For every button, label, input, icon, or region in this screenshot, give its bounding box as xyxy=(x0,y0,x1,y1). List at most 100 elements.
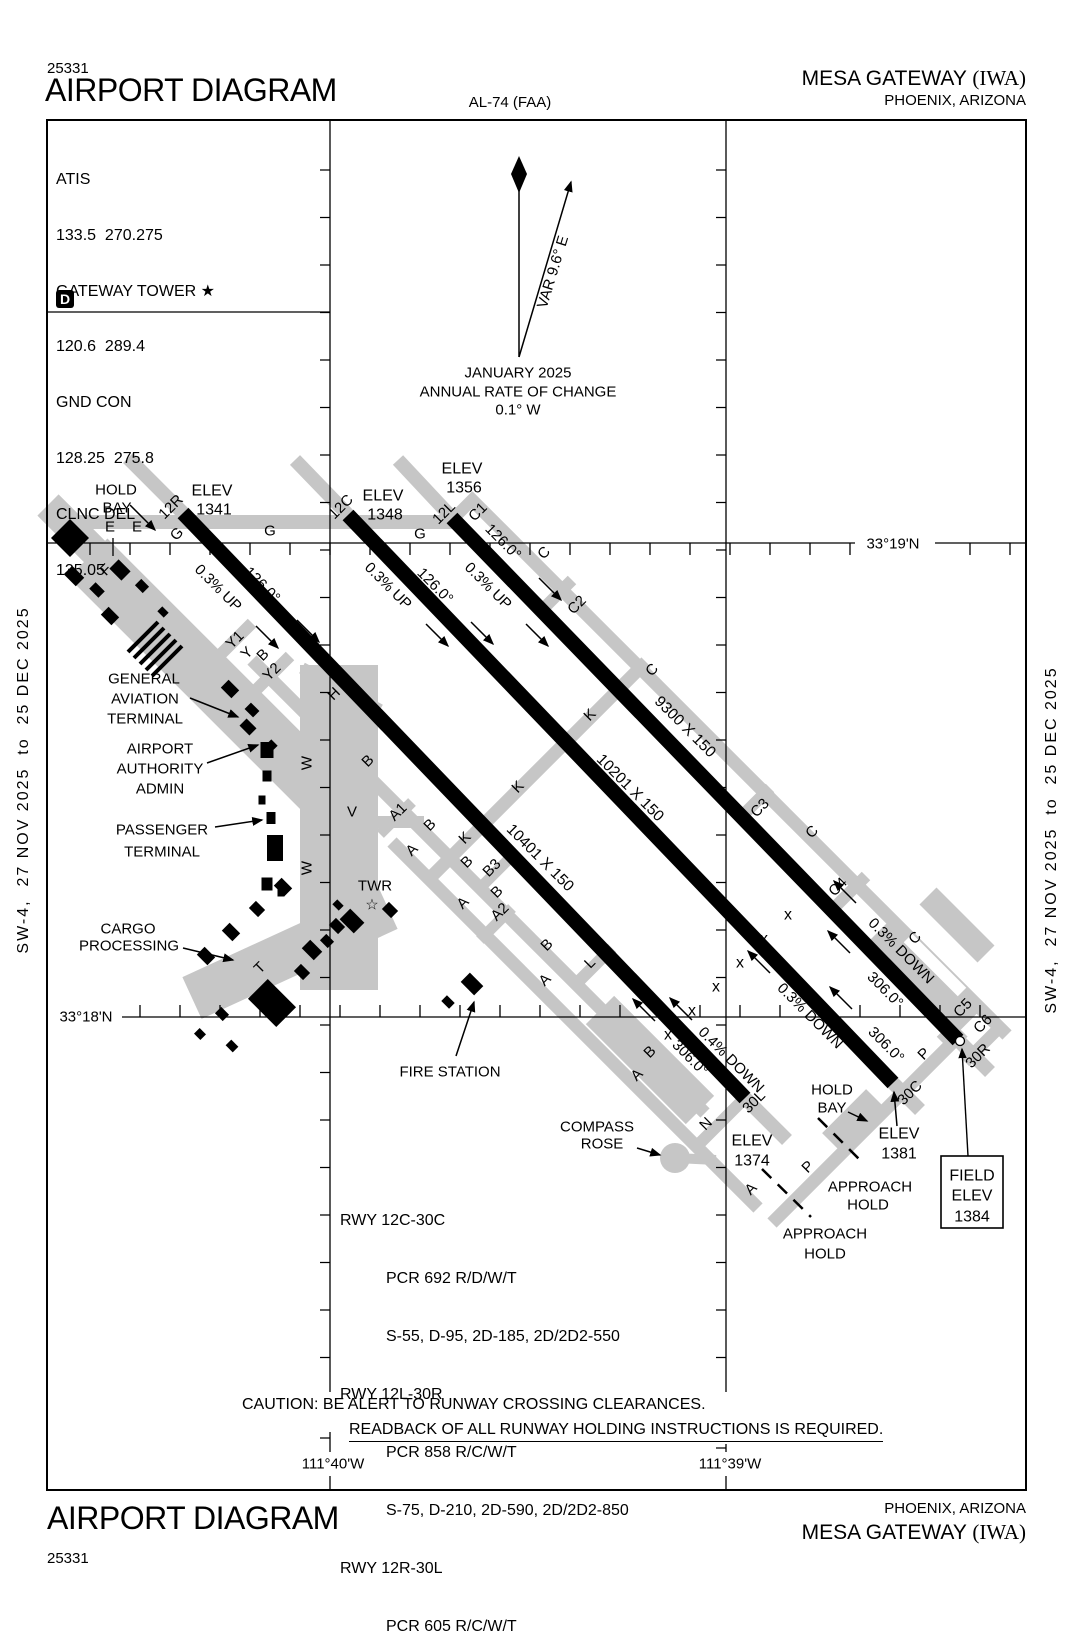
comm-line: 135.05 xyxy=(56,561,105,579)
map-label-111-40-w: 111°40'W xyxy=(302,1456,365,1473)
building xyxy=(63,565,85,587)
pointer-arrow-icon xyxy=(296,619,321,644)
pointer-arrow-icon xyxy=(538,577,563,602)
runway-codes: S-75, D-210, 2D-590, 2D/2D2-850 xyxy=(386,1502,629,1519)
map-label-v: V xyxy=(347,804,357,821)
building xyxy=(441,995,455,1009)
pointer-arrow-icon xyxy=(206,744,260,764)
map-label-1374: 1374 xyxy=(734,1153,770,1170)
runway-name: RWY 12C-30C xyxy=(340,1212,446,1229)
building xyxy=(248,900,266,918)
airport-id: (IWA) xyxy=(972,66,1026,90)
building xyxy=(134,578,150,594)
footer-chart-number: 25331 xyxy=(47,1550,89,1567)
closed-taxiway-marker: x xyxy=(664,1027,672,1044)
buildings xyxy=(63,559,484,1053)
building xyxy=(225,1039,239,1053)
building xyxy=(193,1027,207,1041)
map-label-hold: HOLD xyxy=(95,482,137,499)
map-label-bay: BAY xyxy=(818,1100,847,1117)
field-elev-point xyxy=(954,1035,966,1047)
map-label-hold: HOLD xyxy=(847,1197,889,1214)
building xyxy=(239,718,257,736)
closed-taxiway-marker: x xyxy=(760,931,768,948)
pointer-arrow-icon xyxy=(668,996,693,1021)
graticule xyxy=(46,119,1027,1491)
comm-line: 133.5 270.275 xyxy=(56,226,163,244)
map-label-cargo: CARGO xyxy=(100,921,155,938)
map-label-elev: ELEV xyxy=(732,1133,773,1150)
comm-line: GND CON xyxy=(56,394,132,412)
hangar-row xyxy=(138,632,172,666)
pointer-arrow-icon xyxy=(425,623,450,648)
map-label-elev: ELEV xyxy=(363,488,404,505)
approach-hold-lines xyxy=(761,1117,865,1218)
map-label-terminal: TERMINAL xyxy=(124,844,200,861)
map-label-bay: BAY xyxy=(103,500,132,517)
map-label-compass: COMPASS xyxy=(560,1119,634,1136)
north-arrow xyxy=(511,156,573,358)
map-label-1341: 1341 xyxy=(196,502,232,519)
runway-name: RWY 12R-30L xyxy=(340,1560,443,1577)
map-label-aviation: AVIATION xyxy=(111,691,179,708)
map-label-elev: ELEV xyxy=(879,1126,920,1143)
pointer-arrow-icon xyxy=(826,929,851,954)
airport-city: PHOENIX, ARIZONA xyxy=(884,92,1026,109)
closed-taxiway-marker: x xyxy=(688,1003,696,1020)
building xyxy=(247,978,297,1028)
map-label-e: E xyxy=(132,519,142,536)
map-label-var-9-6-e: VAR 9.6° E xyxy=(534,234,572,311)
runways xyxy=(177,507,966,1104)
map-label-terminal: TERMINAL xyxy=(107,711,183,728)
map-label-january-2025: JANUARY 2025 xyxy=(464,365,571,382)
building xyxy=(319,933,335,949)
hangar-row xyxy=(126,620,160,654)
comm-line: ATIS xyxy=(56,171,91,188)
map-label-authority: AUTHORITY xyxy=(117,761,204,778)
map-label-w: W xyxy=(299,755,316,770)
closed-taxiway-marker: x xyxy=(784,907,792,924)
map-label-general: GENERAL xyxy=(108,671,180,688)
building xyxy=(100,606,120,626)
building xyxy=(332,899,344,911)
map-label-elev: ELEV xyxy=(192,483,233,500)
map-label-processing: PROCESSING xyxy=(79,938,179,955)
pointer-arrow-icon xyxy=(828,985,853,1010)
building xyxy=(339,908,365,934)
building xyxy=(89,582,105,598)
building xyxy=(261,877,273,891)
pointer-arrow-icon xyxy=(832,879,857,904)
pointer-arrow-icon xyxy=(214,816,264,828)
map-label-b3: B3 xyxy=(479,855,504,880)
runway-codes: S-55, D-95, 2D-185, 2D/2D2-550 xyxy=(386,1328,620,1345)
building xyxy=(328,917,346,935)
true-north-diamond-icon xyxy=(511,156,527,193)
building xyxy=(258,795,266,805)
comm-line: CLNC DEL xyxy=(56,505,136,523)
pointer-arrow-icon xyxy=(631,997,656,1022)
map-label-w: W xyxy=(299,860,316,875)
hangar-row xyxy=(150,644,184,678)
pointer-arrow-icon xyxy=(255,625,280,650)
building xyxy=(260,742,274,758)
footer-airport-title: MESA GATEWAY (IWA) xyxy=(802,1520,1026,1545)
pointer-arrow-icon xyxy=(525,623,550,648)
map-label-admin: ADMIN xyxy=(136,781,184,798)
building xyxy=(262,770,272,782)
map-label-elev: ELEV xyxy=(442,461,483,478)
sidebar-right-edition: SW-4, 27 NOV 2025 to 25 DEC 2025 xyxy=(1043,666,1060,1014)
map-label-field: FIELD xyxy=(949,1168,994,1185)
hangar-row xyxy=(132,626,166,660)
hangar-row xyxy=(144,638,178,672)
building xyxy=(273,877,293,897)
pointer-arrow-icon xyxy=(189,697,240,718)
procedure-id: AL-74 (FAA) xyxy=(468,94,552,111)
map-symbols xyxy=(51,519,1004,1229)
building xyxy=(293,963,311,981)
footer-city: PHOENIX, ARIZONA xyxy=(884,1500,1026,1517)
map-label-1384: 1384 xyxy=(954,1209,990,1226)
page-title: AIRPORT DIAGRAM xyxy=(45,72,337,108)
map-label-passenger: PASSENGER xyxy=(116,822,208,839)
